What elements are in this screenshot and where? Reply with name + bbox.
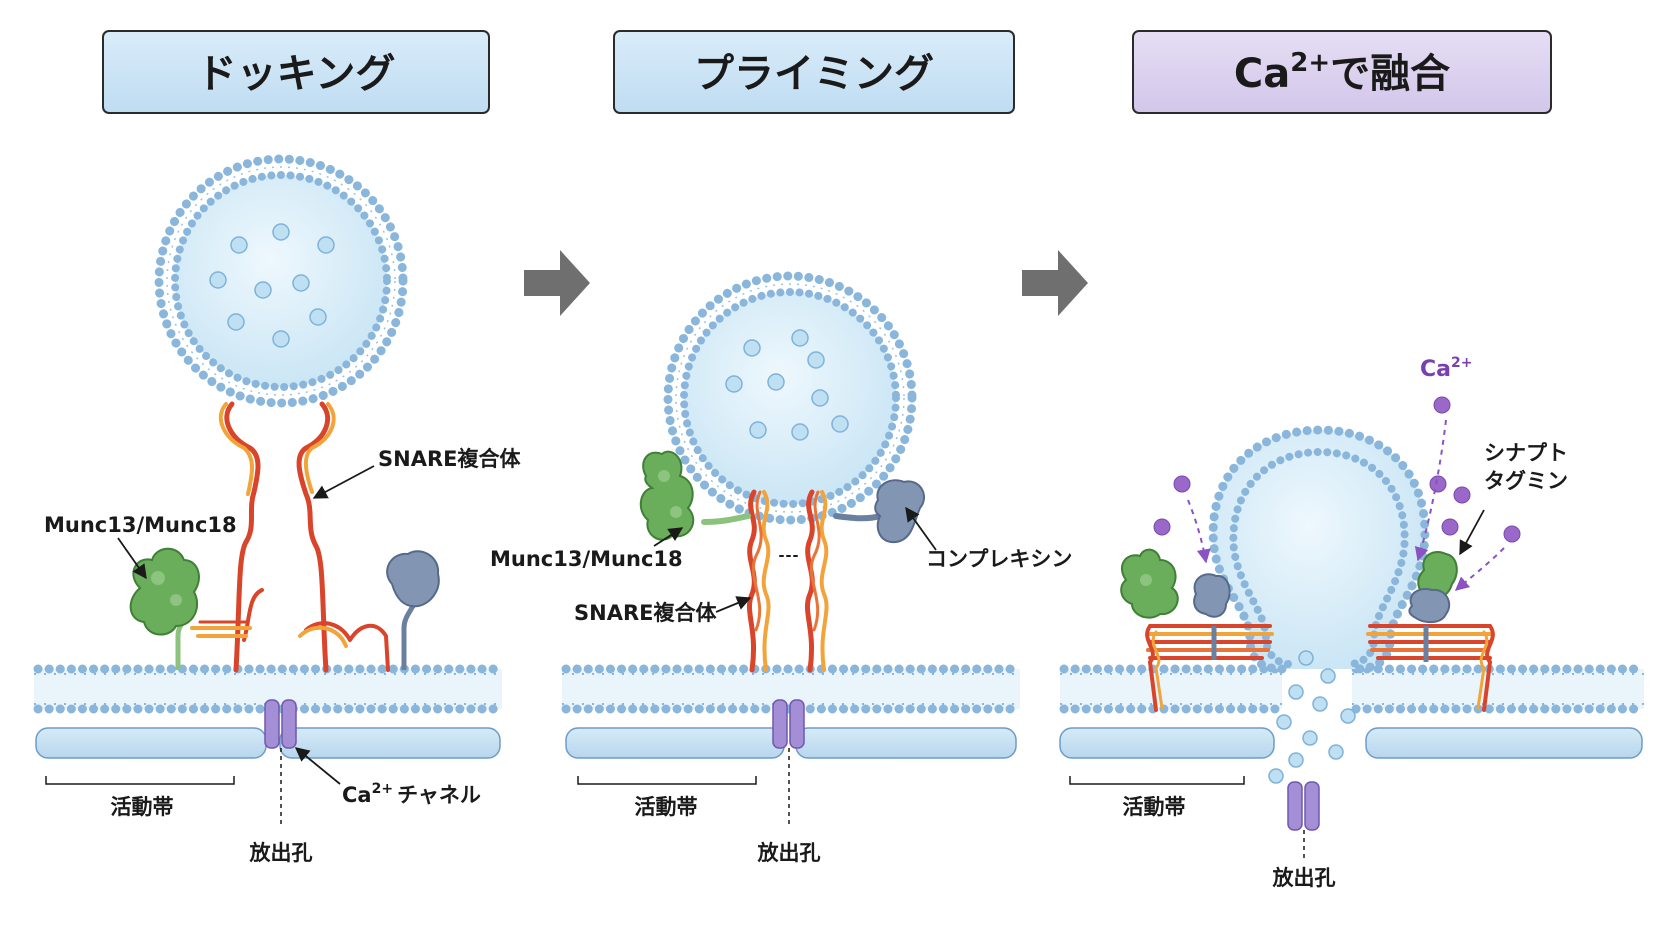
label-release-site-2: 放出孔 [757, 841, 821, 865]
title-fusion: Ca2+で融合 [1234, 48, 1450, 97]
plasma-membrane-1 [33, 664, 507, 714]
calcium-ions-3 [1153, 396, 1521, 543]
panel-docking: SNARE複合体 Munc13/Munc18 Ca2+チャネル 活動帯 放出孔 [33, 154, 521, 865]
calcium-channel-1 [264, 699, 297, 749]
panel-fusion: Ca2+ シナプト タグミン 活動帯 放出孔 [1059, 355, 1649, 890]
active-zone-bracket-2 [577, 776, 757, 785]
complexin-2 [833, 479, 925, 544]
snare-complex-1 [190, 401, 390, 673]
label-complexin-2: コンプレキシン [926, 547, 1072, 571]
synaptotagmin-pointer-3 [1459, 509, 1485, 556]
calcium-channel-3 [1287, 781, 1320, 831]
label-active-zone-3: 活動帯 [1123, 795, 1186, 819]
munc-pointer-1 [117, 537, 147, 580]
snare-bundle-left-3 [1145, 624, 1274, 712]
channel-pointer-1 [294, 747, 341, 785]
active-zone-plate-right-1 [279, 727, 501, 759]
snare-pointer-1 [312, 465, 375, 499]
munc13-munc18-3 [1120, 548, 1179, 619]
complexin-3-right [1408, 588, 1451, 662]
active-zone-plate-left-3 [1059, 727, 1275, 759]
complexin-1 [386, 550, 440, 670]
label-release-site-3: 放出孔 [1272, 866, 1336, 890]
calcium-channel-2 [772, 699, 805, 749]
label-synaptotagmin-line2: タグミン [1484, 469, 1568, 493]
title-fusion-box: Ca2+で融合 [1132, 30, 1552, 114]
step-arrow-1 [524, 250, 590, 316]
snare-bundle-right-3 [1366, 624, 1495, 712]
label-ca-channel-1: Ca2+チャネル [342, 781, 481, 807]
label-snare-2: SNARE複合体 [574, 601, 717, 625]
title-docking-box: ドッキング [102, 30, 490, 114]
label-release-site-1: 放出孔 [249, 841, 313, 865]
complexin-pointer-2 [905, 506, 937, 551]
label-active-zone-1: 活動帯 [111, 795, 174, 819]
complexin-3-left [1193, 573, 1231, 660]
munc13-munc18-1 [129, 547, 200, 670]
title-priming: プライミング [694, 51, 934, 97]
plasma-membrane-2 [561, 664, 1025, 714]
active-zone-bracket-3 [1069, 776, 1245, 785]
calcium-flow-arrows-3 [1187, 419, 1505, 591]
title-priming-box: プライミング [613, 30, 1015, 114]
title-docking: ドッキング [197, 51, 396, 97]
snare-pointer-2 [715, 596, 752, 613]
active-zone-bracket-1 [45, 776, 235, 785]
vesicle-1 [154, 154, 408, 408]
active-zone-plate-left-1 [35, 727, 267, 759]
plasma-membrane-3 [1059, 664, 1649, 714]
label-active-zone-2: 活動帯 [635, 795, 698, 819]
label-snare-1: SNARE複合体 [378, 447, 521, 471]
label-munc-2: Munc13/Munc18 [490, 547, 683, 571]
label-calcium-3: Ca2+ [1420, 355, 1472, 382]
released-transmitters-3 [1268, 650, 1356, 784]
panel-priming: Munc13/Munc18 コンプレキシン SNARE複合体 活動帯 放出孔 [490, 271, 1072, 865]
snare-complex-2 [747, 489, 829, 673]
label-munc-1: Munc13/Munc18 [44, 513, 237, 537]
munc13-munc18-2 [639, 450, 751, 541]
active-zone-plate-left-2 [565, 727, 785, 759]
step-arrow-2 [1022, 250, 1088, 316]
label-synaptotagmin-line1: シナプト [1484, 441, 1568, 465]
munc-pointer-2 [653, 527, 684, 547]
vesicle-2 [663, 271, 917, 525]
active-zone-plate-right-2 [795, 727, 1017, 759]
active-zone-plate-right-3 [1365, 727, 1643, 759]
